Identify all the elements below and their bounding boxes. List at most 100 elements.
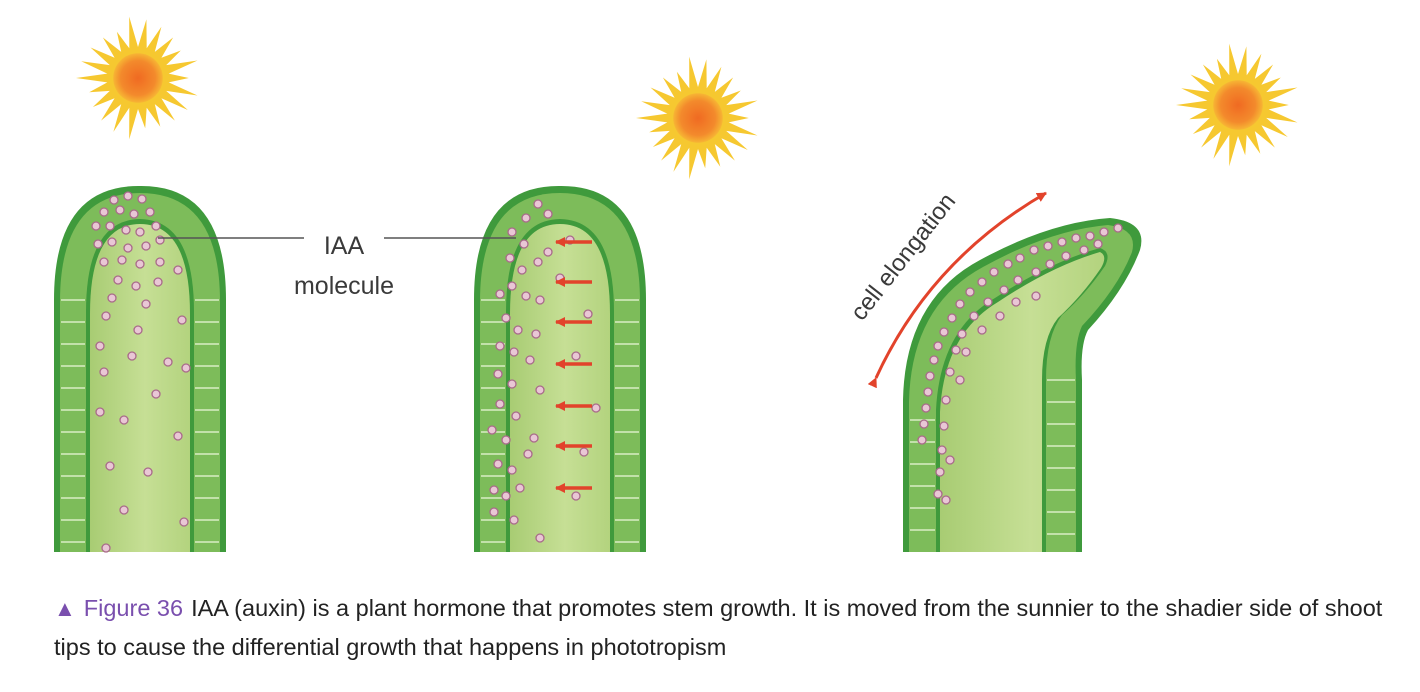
iaa-molecules-shoot-1	[91, 191, 191, 553]
iaa-transport-arrows	[555, 237, 592, 493]
iaa-molecule-icon	[121, 225, 131, 235]
iaa-molecule-icon	[95, 407, 105, 417]
iaa-molecule-icon	[91, 221, 101, 231]
iaa-molecule-icon	[505, 253, 515, 263]
iaa-molecule-icon	[941, 395, 951, 405]
iaa-molecule-icon	[143, 467, 153, 477]
iaa-molecule-icon	[131, 281, 141, 291]
iaa-molecule-icon	[955, 299, 965, 309]
figure-number: Figure 36	[83, 595, 184, 621]
iaa-molecule-icon	[113, 275, 123, 285]
iaa-molecule-icon	[919, 419, 929, 429]
iaa-molecule-icon	[107, 293, 117, 303]
iaa-molecule-icon	[945, 455, 955, 465]
iaa-molecule-icon	[529, 433, 539, 443]
iaa-molecule-icon	[517, 265, 527, 275]
iaa-molecule-icon	[155, 257, 165, 267]
iaa-molecule-icon	[515, 483, 525, 493]
iaa-molecule-icon	[115, 205, 125, 215]
iaa-molecule-icon	[513, 325, 523, 335]
iaa-molecule-icon	[521, 291, 531, 301]
iaa-molecule-icon	[583, 309, 593, 319]
iaa-molecule-icon	[99, 207, 109, 217]
iaa-molecule-icon	[141, 241, 151, 251]
caption-text: IAA (auxin) is a plant hormone that prom…	[54, 595, 1383, 660]
iaa-molecule-icon	[1003, 259, 1013, 269]
iaa-molecule-icon	[495, 341, 505, 351]
iaa-molecule-icon	[1013, 275, 1023, 285]
iaa-molecule-icon	[1011, 297, 1021, 307]
iaa-molecule-icon	[493, 369, 503, 379]
iaa-molecule-icon	[957, 329, 967, 339]
iaa-molecule-icon	[493, 459, 503, 469]
iaa-molecule-icon	[145, 207, 155, 217]
iaa-molecule-icon	[129, 209, 139, 219]
iaa-molecule-icon	[489, 485, 499, 495]
iaa-molecule-icon	[495, 289, 505, 299]
iaa-molecule-icon	[133, 325, 143, 335]
iaa-molecule-icon	[1031, 291, 1041, 301]
iaa-molecule-icon	[977, 277, 987, 287]
phototropism-diagram: IAA molecule cell elongation	[54, 16, 1298, 553]
iaa-molecule-icon	[947, 313, 957, 323]
iaa-molecule-icon	[1071, 233, 1081, 243]
iaa-molecule-icon	[961, 347, 971, 357]
iaa-molecule-icon	[571, 351, 581, 361]
iaa-molecule-icon	[173, 265, 183, 275]
iaa-molecule-icon	[1057, 237, 1067, 247]
shoot-tip-1	[54, 185, 226, 552]
iaa-molecule-icon	[507, 227, 517, 237]
iaa-molecule-icon	[153, 277, 163, 287]
iaa-molecule-icon	[151, 389, 161, 399]
iaa-molecule-icon	[535, 295, 545, 305]
iaa-molecule-icon	[501, 435, 511, 445]
iaa-molecule-icon	[983, 297, 993, 307]
iaa-molecule-icon	[141, 299, 151, 309]
iaa-molecule-icon	[939, 327, 949, 337]
iaa-molecule-icon	[155, 235, 165, 245]
cell-elongation-arrow	[867, 191, 1047, 389]
iaa-molecule-icon	[951, 345, 961, 355]
iaa-molecule-icon	[507, 281, 517, 291]
iaa-molecule-icon	[163, 357, 173, 367]
iaa-molecule-icon	[127, 351, 137, 361]
iaa-molecule-icon	[1079, 245, 1089, 255]
iaa-molecule-icon	[969, 311, 979, 321]
iaa-molecule-icon	[941, 495, 951, 505]
iaa-molecules-shoot-2	[487, 199, 601, 543]
iaa-molecule-icon	[535, 533, 545, 543]
iaa-molecule-icon	[509, 347, 519, 357]
iaa-molecule-icon	[135, 259, 145, 269]
iaa-molecule-icon	[109, 195, 119, 205]
sun-icon	[1176, 43, 1298, 167]
iaa-molecule-icon	[933, 341, 943, 351]
iaa-molecule-icon	[511, 411, 521, 421]
iaa-molecule-icon	[101, 311, 111, 321]
iaa-molecule-icon	[965, 287, 975, 297]
iaa-molecule-icon	[487, 425, 497, 435]
iaa-molecule-icon	[571, 491, 581, 501]
iaa-molecule-icon	[507, 465, 517, 475]
iaa-molecule-icon	[543, 209, 553, 219]
iaa-molecule-icon	[935, 467, 945, 477]
iaa-molecule-icon	[523, 449, 533, 459]
iaa-molecule-icon	[123, 243, 133, 253]
iaa-molecule-icon	[1061, 251, 1071, 261]
iaa-molecule-icon	[99, 257, 109, 267]
iaa-molecule-icon	[173, 431, 183, 441]
iaa-molecule-icon	[921, 403, 931, 413]
iaa-molecule-icon	[93, 239, 103, 249]
iaa-molecule-icon	[1029, 245, 1039, 255]
iaa-molecule-icon	[501, 491, 511, 501]
iaa-molecule-icon	[95, 341, 105, 351]
iaa-molecule-icon	[495, 399, 505, 409]
shoot-tip-2	[474, 185, 646, 552]
iaa-molecule-icon	[123, 191, 133, 201]
iaa-molecule-icon	[945, 367, 955, 377]
iaa-molecule-icon	[929, 355, 939, 365]
iaa-molecule-icon	[119, 505, 129, 515]
iaa-molecule-icon	[107, 237, 117, 247]
iaa-molecule-icon	[509, 515, 519, 525]
iaa-molecule-icon	[135, 227, 145, 237]
